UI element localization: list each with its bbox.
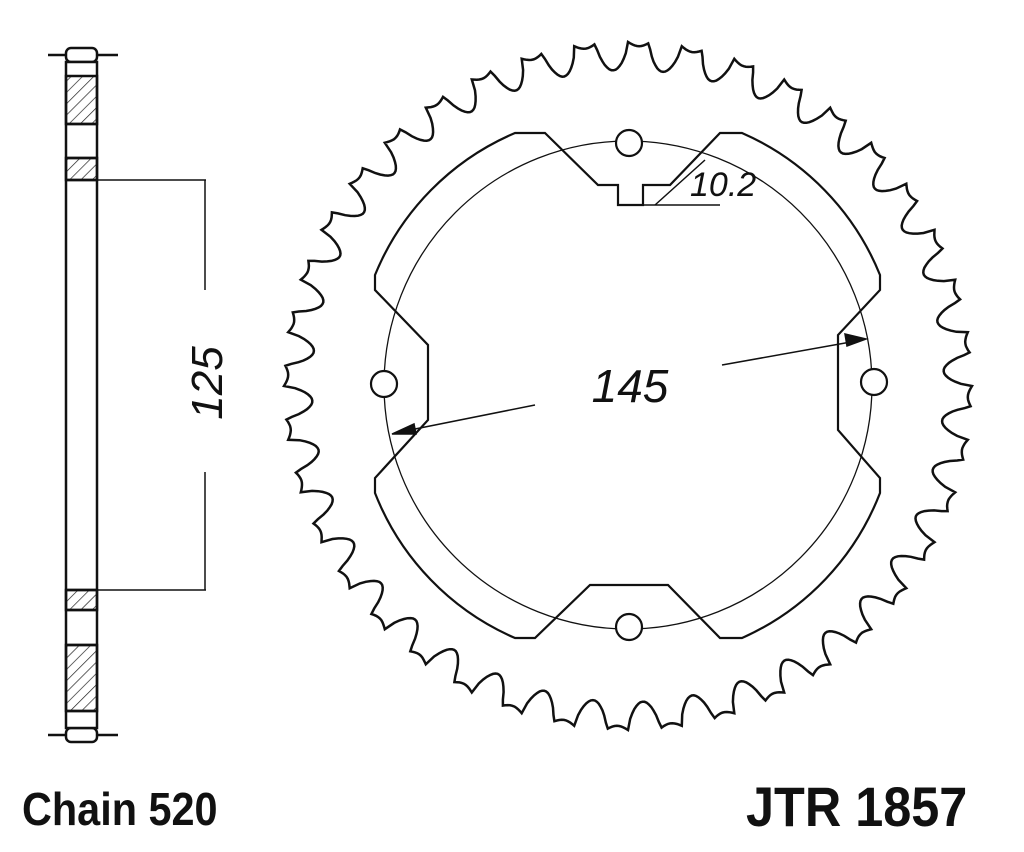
- bolt-circle-label: 145: [592, 360, 669, 412]
- sprocket-cutouts: [373, 131, 882, 640]
- bolt-hole-left: [369, 369, 399, 399]
- part-number-label: JTR 1857: [746, 775, 968, 838]
- bore-dimension-label: 125: [183, 346, 232, 420]
- side-profile-view: [48, 46, 206, 744]
- bolt-holes: [369, 128, 889, 642]
- bolt-hole-bottom: [614, 612, 644, 642]
- bolt-hole-right: [859, 367, 889, 397]
- bolt-hole-top: [614, 128, 644, 158]
- hole-diameter-label: 10.2: [690, 166, 756, 204]
- dimension-lines: [391, 159, 869, 435]
- chain-size-label: Chain 520: [22, 783, 218, 835]
